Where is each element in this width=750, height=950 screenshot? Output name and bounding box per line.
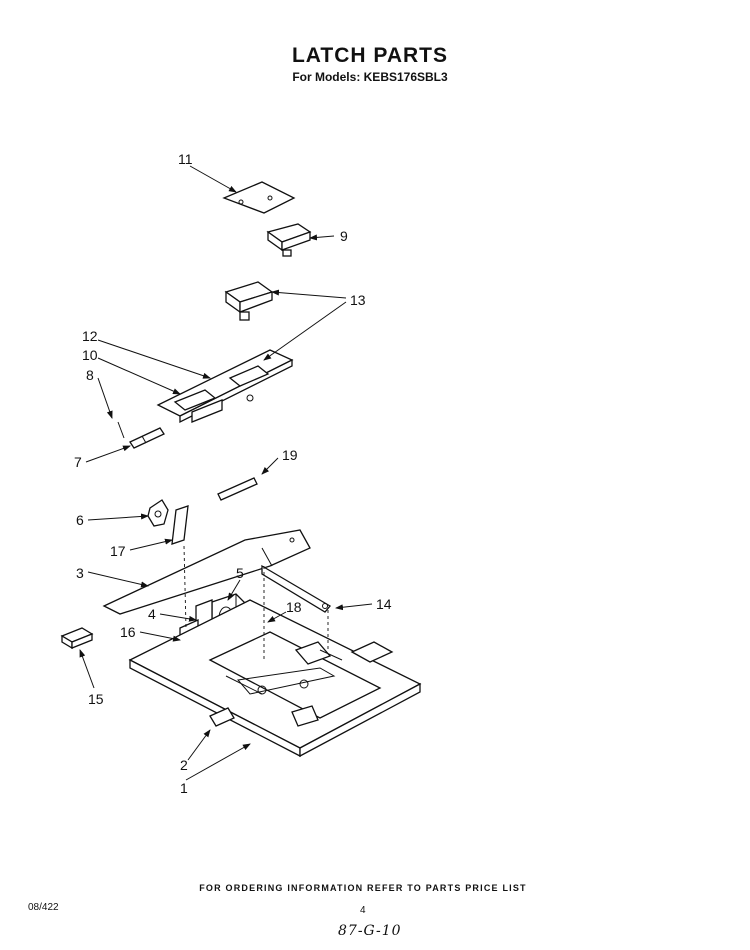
part-19-rod [217,477,258,501]
part-8-spring [117,421,125,439]
part-3-latch-arm [102,529,311,615]
part-14-rod [261,564,331,613]
callout-6: 6 [76,512,84,528]
callout-14: 14 [376,596,392,612]
part-15-small-switch [60,627,94,650]
callout-17: 17 [110,543,126,559]
callout-9: 9 [340,228,348,244]
callout-15: 15 [88,691,104,707]
part-1-base-plate [128,599,422,758]
part-6-lever [147,499,169,527]
callout-12: 12 [82,328,98,344]
leader-lines [79,165,373,781]
part-13-switch [224,281,274,321]
callout-13: 13 [350,292,366,308]
part-2-tab [209,707,235,727]
callout-4: 4 [148,606,156,622]
callout-19: 19 [282,447,298,463]
page-title: LATCH PARTS [291,44,449,67]
part-17-link [171,505,189,545]
callout-8: 8 [86,367,94,383]
callout-11: 11 [178,151,193,167]
handwritten-note: 87-G-10 [338,923,402,939]
part-11-cover-plate [222,181,296,214]
part-12-switch-bracket [156,349,294,424]
callout-16: 16 [120,624,136,640]
part-9-switch [266,223,312,257]
callout-3: 3 [76,565,84,581]
model-subtitle: For Models: KEBS176SBL3 [292,70,448,84]
callout-7: 7 [74,454,82,470]
callout-18: 18 [286,599,302,615]
callout-2: 2 [180,757,188,773]
callout-1: 1 [180,780,188,796]
callout-5: 5 [236,565,244,581]
page-number: 4 [360,905,366,916]
callout-10: 10 [82,347,98,363]
ordering-info-note: FOR ORDERING INFORMATION REFER TO PARTS … [199,883,527,893]
part-7-pin [129,427,165,449]
document-code: 08/422 [28,902,59,913]
